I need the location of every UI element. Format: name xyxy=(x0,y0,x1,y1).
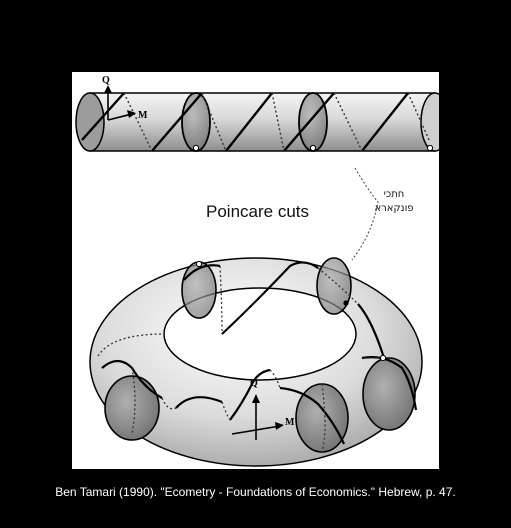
torus-cut-1 xyxy=(182,262,216,318)
torus-cut-3 xyxy=(105,376,159,440)
cylinder-cut-point-1 xyxy=(193,145,198,150)
torus-cut-point-2 xyxy=(343,300,348,305)
torus-cut-point-3 xyxy=(380,355,385,360)
torus xyxy=(90,258,422,466)
hebrew-cuts-label: חתכי פונקארא xyxy=(368,188,420,216)
hebrew-label-line-2: פונקארא xyxy=(368,202,420,216)
torus-cut-5 xyxy=(363,358,415,430)
torus-cut-point-1 xyxy=(196,261,201,266)
cylinder-cut-point-3 xyxy=(427,145,432,150)
cylinder-axis-q-label: Q xyxy=(102,75,110,86)
torus-axis-m-label: M xyxy=(285,417,294,428)
torus-axis-q-label: Q xyxy=(250,378,258,389)
diagram-panel: Q M Q M Poincare cuts חתכי פונקארא xyxy=(72,72,439,469)
cylinder-axis-m-label: M xyxy=(138,110,147,121)
torus-cut-2 xyxy=(317,258,351,314)
citation-caption: Ben Tamari (1990). "Ecometry - Foundatio… xyxy=(0,485,511,499)
cylinder-cut-point-2 xyxy=(310,145,315,150)
cylinder-cut-2 xyxy=(299,93,327,151)
cylinder xyxy=(76,85,439,151)
hebrew-label-line-1: חתכי xyxy=(368,188,420,202)
cylinder-body xyxy=(90,93,435,151)
cylinder-left-end xyxy=(76,93,104,151)
poincare-diagram xyxy=(72,72,439,469)
poincare-cuts-label: Poincare cuts xyxy=(206,202,309,222)
